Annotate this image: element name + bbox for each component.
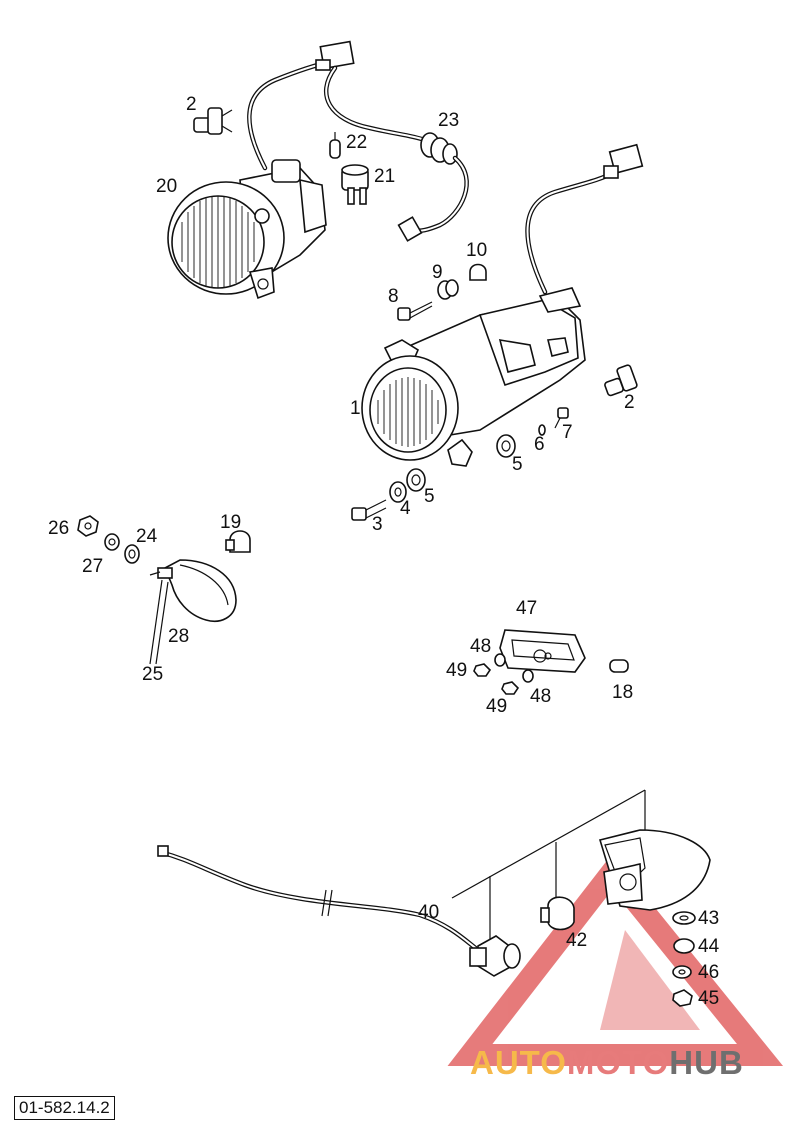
callout-8: 8	[388, 286, 399, 307]
license-plate-lamp-47	[473, 629, 629, 695]
watermark-part-auto: AUTO	[470, 1044, 567, 1081]
callout-5-upper: 5	[512, 454, 523, 475]
callout-49-upper: 49	[446, 660, 467, 681]
callout-1: 1	[350, 398, 361, 419]
bushing-9	[437, 279, 459, 300]
watermark-wordmark: AUTOMOTOHUB	[470, 1044, 744, 1082]
callout-44: 44	[698, 936, 720, 957]
main-headlamp-1	[361, 143, 644, 467]
diagram-reference-code: 01-582.14.2	[14, 1096, 115, 1120]
callout-2-right: 2	[624, 392, 635, 413]
callout-6: 6	[534, 434, 545, 455]
callout-22: 22	[346, 132, 367, 153]
callout-7: 7	[562, 422, 573, 443]
callout-19: 19	[220, 512, 241, 533]
hardware-43	[672, 911, 696, 925]
bushing-5-lower	[406, 468, 426, 492]
callout-2-upper: 2	[186, 94, 197, 115]
callout-43: 43	[698, 908, 719, 929]
bolt-3	[351, 499, 387, 521]
callout-47: 47	[516, 598, 537, 619]
callout-49-lower: 49	[486, 696, 507, 717]
washer-6	[538, 424, 546, 436]
bulb-22	[329, 132, 341, 159]
callout-48-upper: 48	[470, 636, 491, 657]
callout-18: 18	[612, 682, 633, 703]
hardware-44	[673, 938, 695, 954]
bushing-5-upper	[496, 434, 516, 458]
callout-20: 20	[156, 176, 177, 197]
callout-45: 45	[698, 988, 719, 1009]
adjuster-screw-8	[397, 301, 433, 321]
callout-42: 42	[566, 930, 587, 951]
callout-23: 23	[438, 110, 459, 131]
hardware-45	[672, 989, 693, 1007]
callout-27: 27	[82, 556, 103, 577]
turn-signal-assembly	[77, 515, 251, 622]
bulb-socket-21	[341, 164, 369, 205]
watermark-part-hub: HUB	[669, 1044, 744, 1081]
callout-5-lower: 5	[424, 486, 435, 507]
washer-4	[389, 481, 407, 503]
watermark-triangle-logo	[447, 854, 784, 1066]
callout-46: 46	[698, 962, 719, 983]
callout-25: 25	[142, 664, 163, 685]
bulb-2-right	[604, 364, 638, 397]
hardware-46	[672, 965, 692, 979]
bulb-2-upper	[193, 107, 233, 135]
callout-48-lower: 48	[530, 686, 551, 707]
rubber-cap-10	[469, 263, 487, 281]
callout-10: 10	[466, 240, 487, 261]
tail-lamp-assembly-40	[157, 789, 711, 1007]
callout-24: 24	[136, 526, 158, 547]
screw-7	[554, 407, 569, 429]
grommet-23	[420, 132, 458, 165]
callout-4: 4	[400, 498, 411, 519]
watermark-part-moto: MOTO	[566, 1044, 670, 1081]
callout-21: 21	[374, 166, 395, 187]
callout-9: 9	[432, 262, 443, 283]
callout-40: 40	[418, 902, 439, 923]
callout-28: 28	[168, 626, 189, 647]
callout-3: 3	[372, 514, 383, 535]
auxiliary-headlamp-20	[167, 40, 469, 300]
callout-26: 26	[48, 518, 69, 539]
